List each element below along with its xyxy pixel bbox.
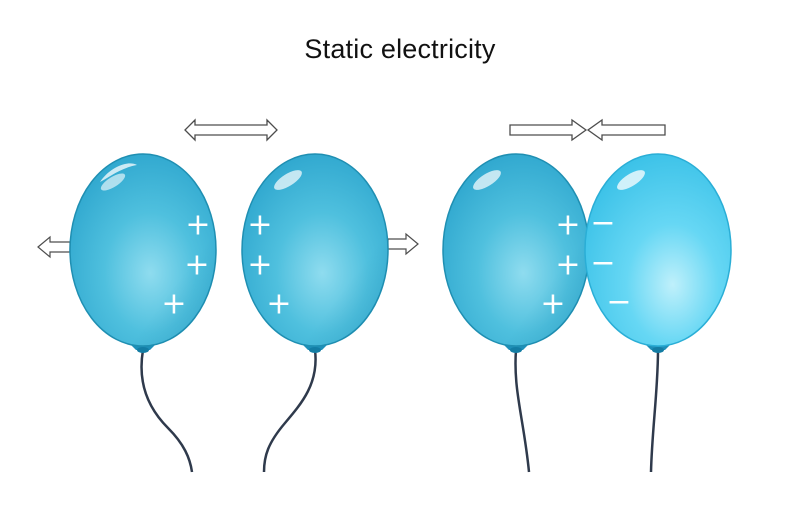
positive-charge: + bbox=[184, 248, 209, 283]
attract-arrow-right bbox=[586, 118, 666, 142]
balloon-left-1 bbox=[69, 153, 217, 347]
repel-arrow bbox=[184, 118, 278, 142]
diagram-title: Static electricity bbox=[304, 34, 496, 64]
negative-charge: − bbox=[590, 206, 615, 241]
positive-charge: + bbox=[247, 248, 272, 283]
charges-balloon-2: + + + bbox=[247, 208, 291, 322]
charges-balloon-4: − − − bbox=[590, 206, 631, 320]
highlight bbox=[473, 170, 501, 190]
positive-charge: + bbox=[247, 208, 272, 243]
positive-charge: + bbox=[555, 208, 580, 243]
positive-charge: + bbox=[161, 287, 186, 322]
attract-arrow-left bbox=[509, 118, 588, 142]
negative-charge: − bbox=[606, 285, 631, 320]
highlight bbox=[100, 163, 137, 182]
highlight bbox=[100, 173, 126, 191]
charges-balloon-1: + + + bbox=[161, 208, 210, 322]
balloon-left-2 bbox=[241, 153, 389, 347]
charges-balloon-3: + + + bbox=[540, 208, 580, 322]
positive-charge: + bbox=[266, 287, 291, 322]
highlight bbox=[274, 170, 302, 190]
balloon-string bbox=[140, 349, 194, 473]
balloon-string bbox=[262, 349, 317, 473]
balloon-string bbox=[649, 349, 660, 473]
balloon-right-2 bbox=[584, 153, 732, 347]
positive-charge: + bbox=[555, 248, 580, 283]
highlight bbox=[617, 170, 645, 190]
positive-charge: + bbox=[540, 287, 565, 322]
balloon-right-1 bbox=[442, 153, 590, 347]
positive-charge: + bbox=[185, 208, 210, 243]
push-arrow-left bbox=[37, 235, 71, 259]
balloon-string bbox=[514, 349, 531, 473]
negative-charge: − bbox=[590, 246, 615, 281]
push-arrow-right bbox=[387, 232, 419, 256]
